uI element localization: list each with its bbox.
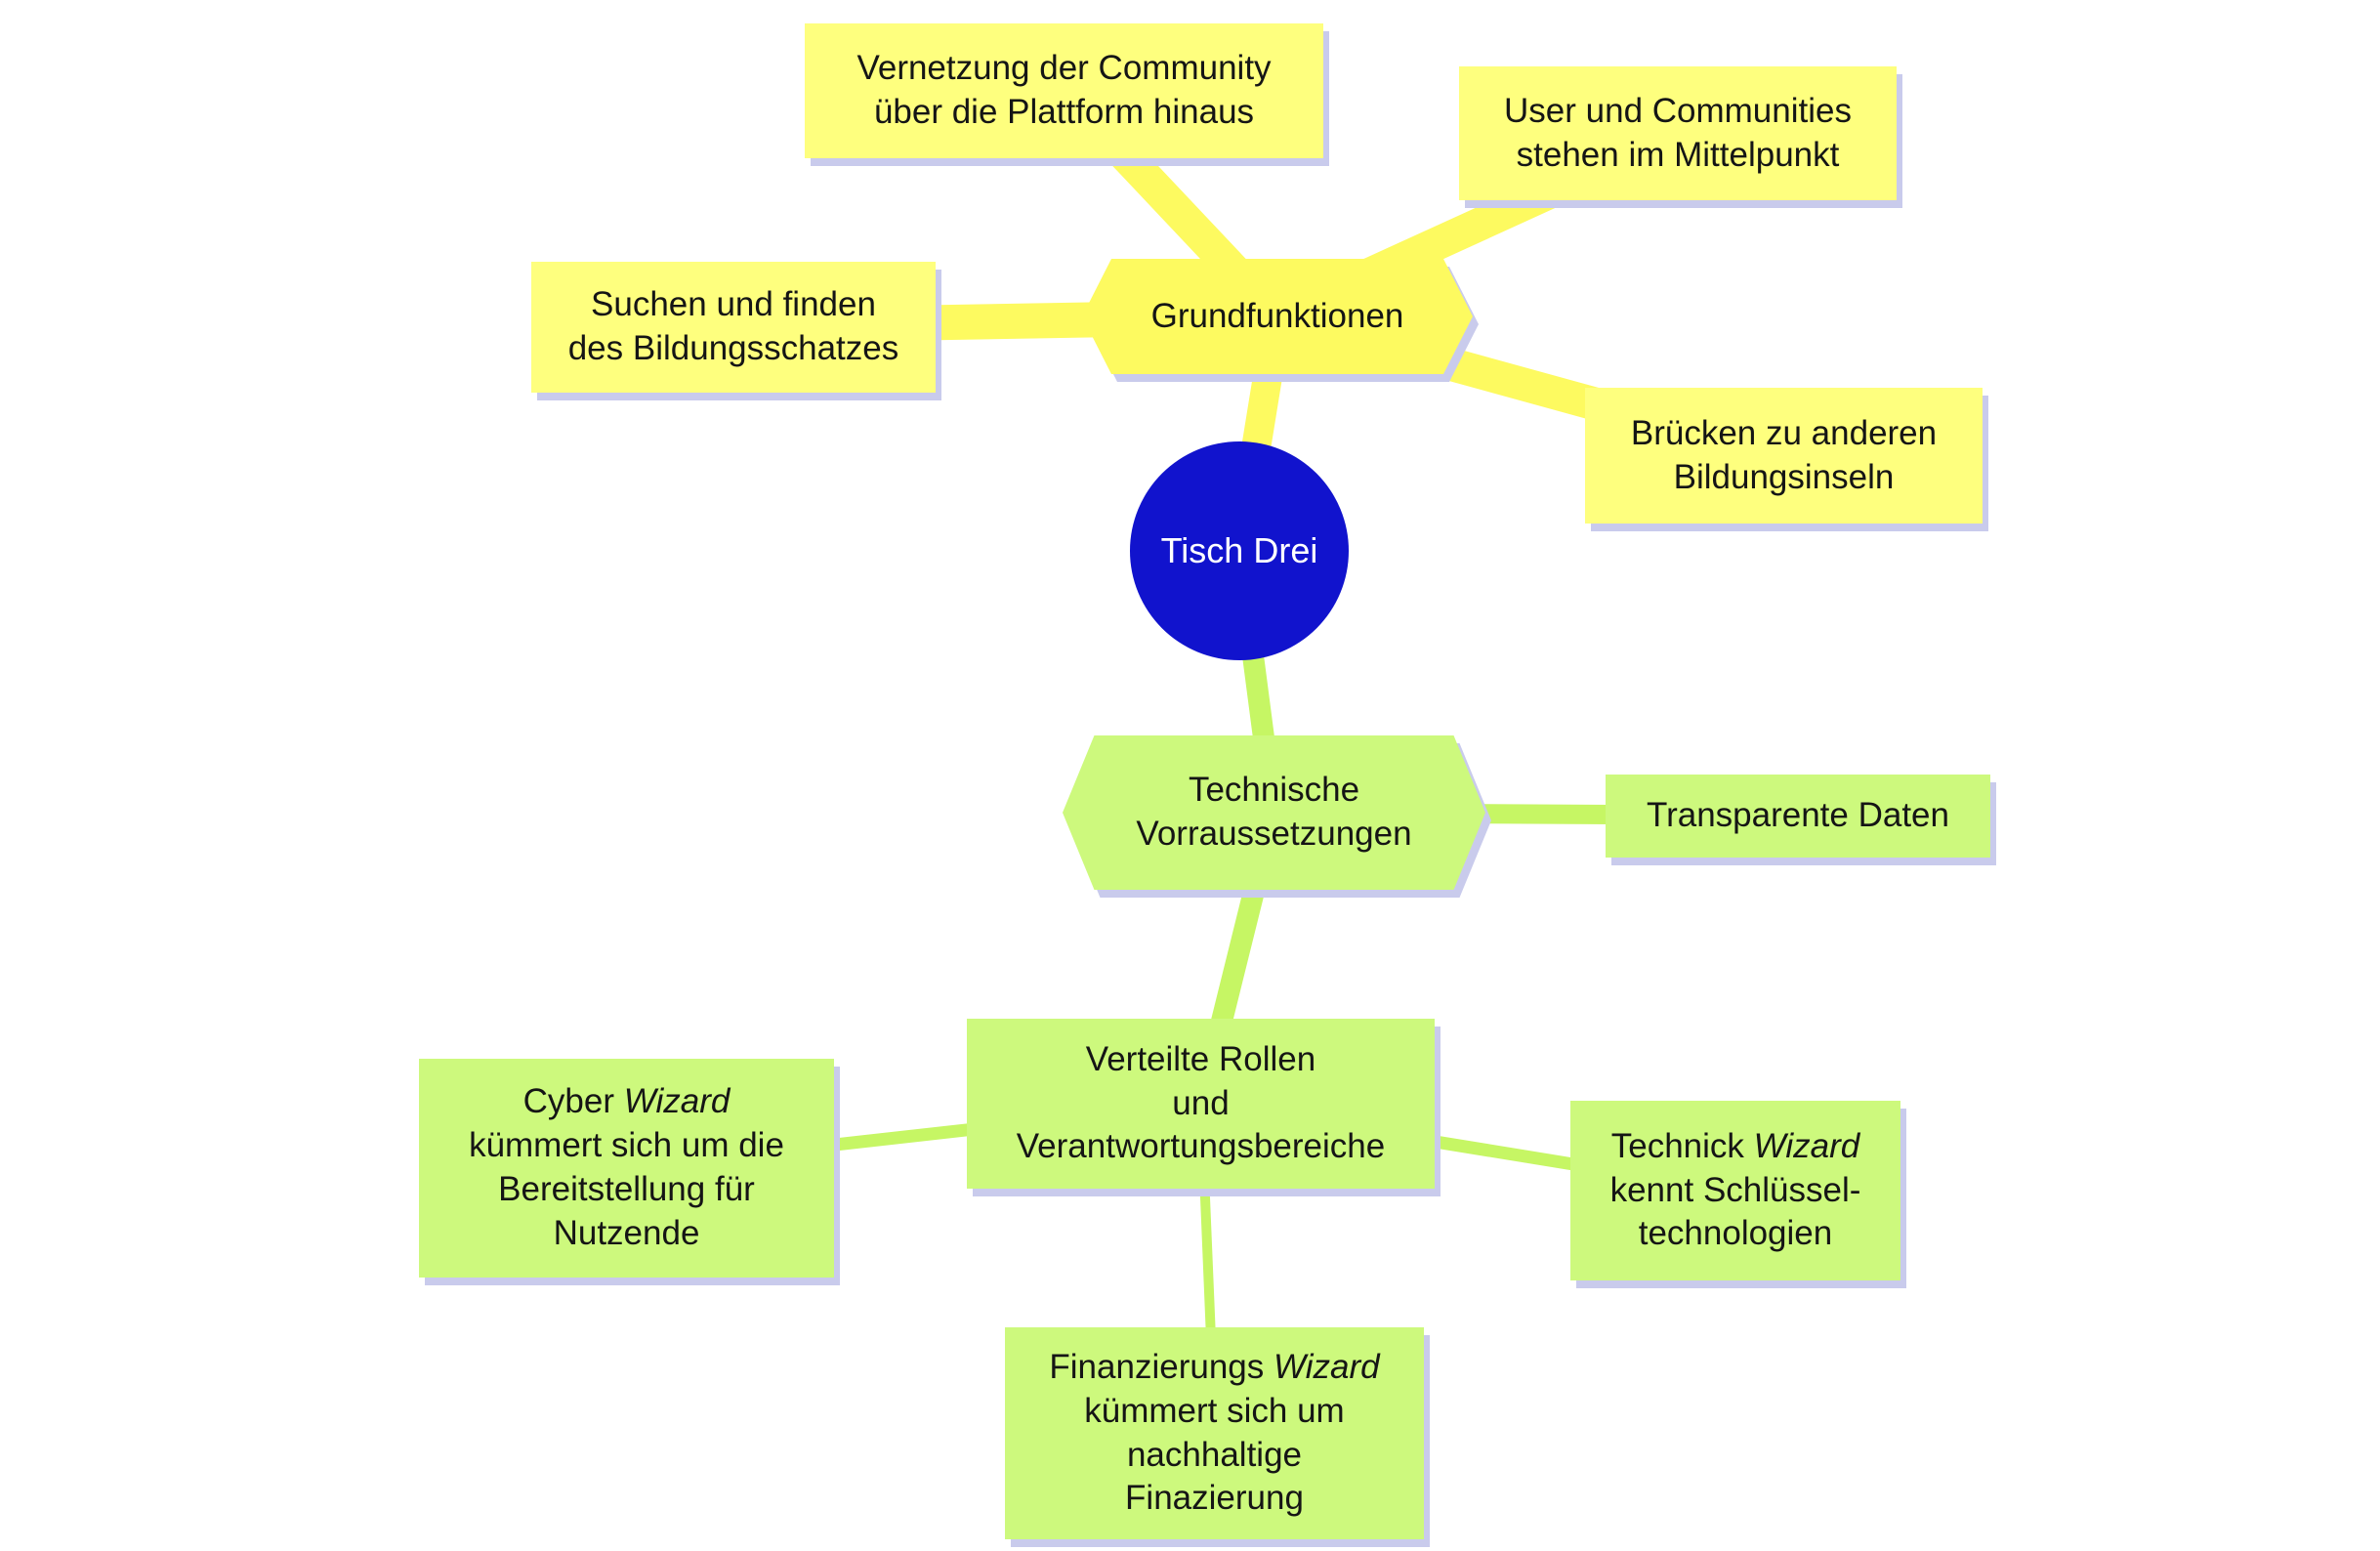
node-finanzierungs-wizard-label: Finanzierungs Wizard kümmert sich um nac… xyxy=(1049,1347,1380,1518)
node-user-communities[interactable]: User und Communities stehen im Mittelpun… xyxy=(1459,66,1897,200)
node-verteilte-label: Verteilte Rollen und Verantwortungsberei… xyxy=(1016,1039,1386,1166)
node-root[interactable]: Tisch Drei xyxy=(1130,441,1349,660)
node-user-communities-label: User und Communities stehen im Mittelpun… xyxy=(1504,91,1852,174)
node-cyber-wizard[interactable]: Cyber Wizard kümmert sich um die Bereits… xyxy=(419,1059,834,1278)
node-technische[interactable]: Technische Vorraussetzungen xyxy=(1063,735,1485,890)
node-bruecken[interactable]: Brücken zu anderen Bildungsinseln xyxy=(1585,388,1983,524)
node-finanzierungs-wizard[interactable]: Finanzierungs Wizard kümmert sich um nac… xyxy=(1005,1327,1424,1539)
node-transparente-label: Transparente Daten xyxy=(1647,796,1949,835)
node-grundfunktionen-label: Grundfunktionen xyxy=(1150,296,1404,335)
node-suchen[interactable]: Suchen und finden des Bildungsschatzes xyxy=(531,262,936,393)
node-vernetzung[interactable]: Vernetzung der Community über die Plattf… xyxy=(805,23,1323,158)
node-technick-wizard-label: Technick Wizard kennt Schlüssel- technol… xyxy=(1609,1126,1861,1253)
node-root-label: Tisch Drei xyxy=(1160,530,1318,570)
node-bruecken-label: Brücken zu anderen Bildungsinseln xyxy=(1630,413,1938,496)
node-suchen-label: Suchen und finden des Bildungsschatzes xyxy=(567,285,899,367)
node-technische-label: Technische Vorraussetzungen xyxy=(1136,771,1412,853)
node-technick-wizard[interactable]: Technick Wizard kennt Schlüssel- technol… xyxy=(1570,1101,1900,1280)
node-vernetzung-label: Vernetzung der Community über die Plattf… xyxy=(856,49,1272,131)
node-transparente[interactable]: Transparente Daten xyxy=(1606,775,1990,858)
node-cyber-wizard-label: Cyber Wizard kümmert sich um die Bereits… xyxy=(469,1082,784,1252)
node-grundfunktionen[interactable]: Grundfunktionen xyxy=(1082,259,1473,374)
node-verteilte[interactable]: Verteilte Rollen und Verantwortungsberei… xyxy=(967,1019,1435,1189)
